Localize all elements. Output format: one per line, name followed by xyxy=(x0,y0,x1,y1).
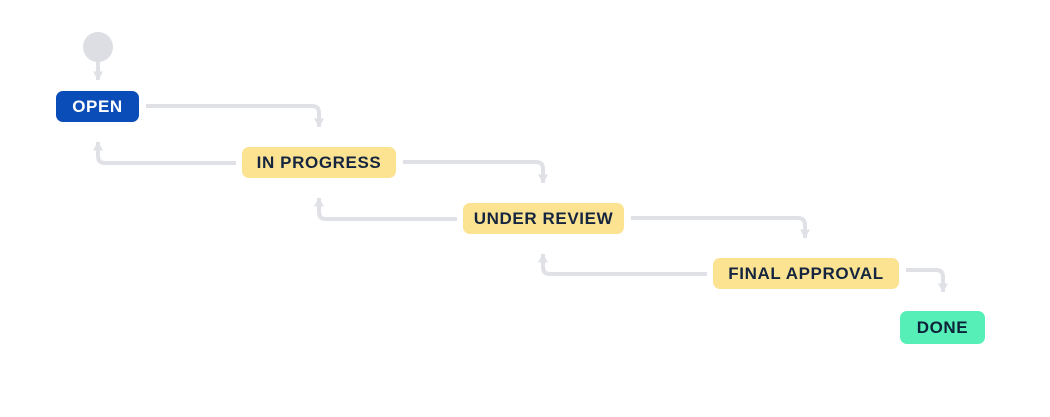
status-node-done[interactable]: DONE xyxy=(900,311,985,344)
connector-in-progress-to-under-review xyxy=(403,160,548,184)
connector-under-review-to-in-progress xyxy=(314,197,457,221)
connector-in-progress-to-open xyxy=(93,141,236,165)
start-node[interactable] xyxy=(83,32,113,62)
status-node-open[interactable]: OPEN xyxy=(56,91,139,122)
connector-final-approval-to-under-review xyxy=(538,253,707,276)
status-node-in-progress[interactable]: IN PROGRESS xyxy=(242,147,396,178)
status-node-final-approval[interactable]: FINAL APPROVAL xyxy=(713,258,899,289)
connector-final-approval-to-done xyxy=(906,268,948,293)
connector-under-review-to-final-approval xyxy=(631,216,810,239)
connector-open-to-in-progress xyxy=(146,104,324,128)
status-node-under-review[interactable]: UNDER REVIEW xyxy=(463,203,624,234)
